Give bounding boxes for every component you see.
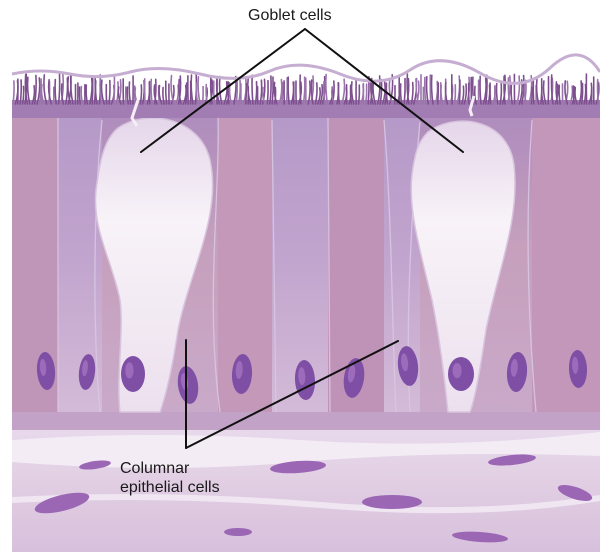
cilium <box>441 85 443 104</box>
cilium <box>475 86 476 104</box>
nucleus-highlight <box>453 363 462 378</box>
cilium <box>163 88 164 105</box>
cilium <box>28 77 30 104</box>
columnar-label-line1: Columnar <box>120 459 280 478</box>
cilium <box>220 77 222 104</box>
cilium <box>71 74 73 104</box>
cilium <box>20 80 21 104</box>
cilium <box>96 81 97 104</box>
cilium <box>282 83 283 104</box>
cilium <box>23 86 24 104</box>
cilium <box>203 87 204 105</box>
cilium <box>44 75 47 104</box>
columnar-epithelial-cells-label: Columnar epithelial cells <box>120 459 280 497</box>
cilium <box>338 83 339 104</box>
cilium <box>459 80 460 104</box>
cilium <box>236 79 237 104</box>
cilium <box>404 79 405 105</box>
cilia <box>13 74 599 104</box>
cilium <box>129 82 130 104</box>
cilium <box>401 84 402 104</box>
cilium <box>239 80 241 104</box>
cilium <box>533 80 534 104</box>
cilium <box>255 82 256 104</box>
cilium <box>151 79 152 104</box>
cilium <box>303 77 304 104</box>
cilium <box>359 85 360 104</box>
cilium <box>432 75 433 104</box>
cilium <box>114 76 115 104</box>
cilium <box>272 77 273 104</box>
cilium <box>81 87 82 105</box>
cilium <box>186 83 187 104</box>
cilium <box>127 87 128 104</box>
cilium <box>300 75 301 104</box>
cilium <box>198 77 200 104</box>
cilium <box>411 83 413 105</box>
cilium <box>260 80 261 104</box>
cilium <box>497 84 498 104</box>
fibroblast <box>362 495 422 509</box>
nucleus-highlight <box>125 362 133 378</box>
cilium <box>267 81 268 104</box>
cilium <box>140 85 141 104</box>
cilium <box>582 83 583 104</box>
cilium <box>559 85 560 104</box>
cilium <box>495 86 496 104</box>
cilium <box>109 81 110 105</box>
fibroblast <box>224 528 252 536</box>
cilium <box>166 81 167 104</box>
columnar-label-line2: epithelial cells <box>120 478 280 497</box>
cilium <box>480 76 481 104</box>
cilium <box>315 83 317 104</box>
cilium <box>511 86 512 105</box>
cilium <box>55 80 56 104</box>
cilium <box>425 77 426 104</box>
cilium <box>59 74 60 104</box>
cilium <box>455 85 456 104</box>
cilium <box>252 75 253 104</box>
cilium <box>191 75 193 104</box>
cilium <box>427 77 429 104</box>
cilium <box>86 85 87 104</box>
cilium <box>531 87 532 104</box>
goblet-cells-label: Goblet cells <box>248 6 368 25</box>
cilium <box>79 87 80 104</box>
cilium <box>500 84 501 105</box>
cilium <box>366 84 367 104</box>
cilium <box>490 83 491 104</box>
cilium <box>92 79 93 105</box>
cilium <box>287 78 288 104</box>
cilium <box>288 77 289 104</box>
cilium <box>214 81 215 104</box>
cilium <box>326 74 328 104</box>
cilium <box>270 76 271 104</box>
cilium <box>517 76 520 104</box>
cilium <box>584 85 586 104</box>
cilium <box>13 81 14 104</box>
